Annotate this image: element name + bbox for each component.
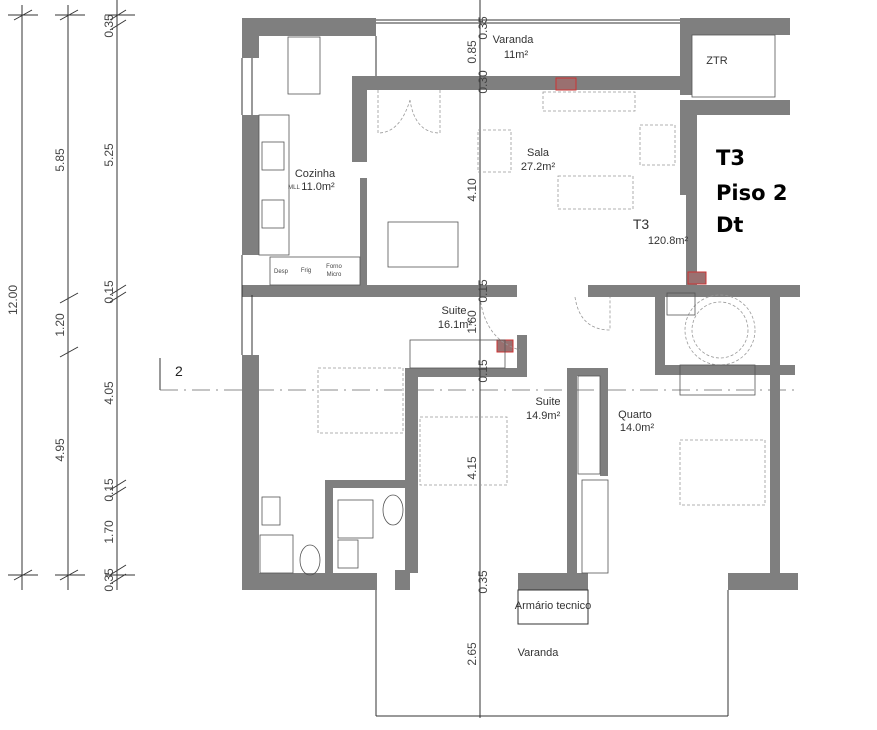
dim-label: 4.05 <box>102 381 116 405</box>
dim-label: 0.15 <box>102 280 116 304</box>
dim-label: 5.25 <box>102 143 116 167</box>
dim-label: 4.95 <box>53 438 67 462</box>
dim-label: 5.85 <box>53 148 67 172</box>
dimension-labels: 12.00 5.85 1.20 4.95 0.35 5.25 0.15 4.05… <box>6 14 116 592</box>
dim-label: 0.35 <box>102 14 116 38</box>
room-area-sala: 27.2m² <box>521 161 556 173</box>
dim-label: 1.60 <box>465 310 479 334</box>
room-area-varanda-top: 11m² <box>504 49 529 61</box>
kitchen-label-forno: Forno <box>326 264 342 270</box>
room-name-cozinha: Cozinha <box>295 168 336 180</box>
room-labels: Varanda 11m² ZTR Cozinha 11.0m² Sala 27.… <box>274 34 728 659</box>
dim-label: 0.35 <box>476 570 490 594</box>
dim-label: 4.15 <box>465 456 479 480</box>
section-label: 2 <box>175 363 183 379</box>
dim-total: 12.00 <box>6 285 20 315</box>
room-area-t3: 120.8m² <box>648 235 689 247</box>
room-area-quarto: 14.0m² <box>620 422 655 434</box>
title-line-1: T3 <box>716 146 745 170</box>
room-name-armario-tecnico: Armário tecnico <box>515 600 591 612</box>
kitchen-label-micro: Micro <box>327 272 342 278</box>
dim-label: 0.15 <box>476 359 490 383</box>
dim-label: 2.65 <box>465 642 479 666</box>
walls <box>242 18 800 590</box>
dim-label: 0.35 <box>476 16 490 40</box>
room-name-suite-1: Suite <box>441 305 466 317</box>
room-name-suite-2: Suite <box>535 396 560 408</box>
room-name-varanda-top: Varanda <box>493 34 535 46</box>
interior-dimensions: 0.35 0.85 0.30 4.10 0.15 1.60 0.15 4.15 … <box>465 16 490 666</box>
kitchen-label-frig: Frig <box>301 268 311 274</box>
dim-label: 1.20 <box>53 313 67 337</box>
dim-label: 0.15 <box>476 279 490 303</box>
kitchen-label-desp: Desp <box>274 269 289 275</box>
kitchen-label-mll: MLL <box>288 185 300 191</box>
dim-label: 0.85 <box>465 40 479 64</box>
room-area-cozinha: 11.0m² <box>301 181 335 193</box>
room-name-t3: T3 <box>633 216 650 232</box>
dim-label: 0.30 <box>476 70 490 94</box>
dimension-lines <box>8 0 135 590</box>
title-line-3: Dt <box>716 213 743 237</box>
dim-label: 0.35 <box>102 568 116 592</box>
dim-label: 4.10 <box>465 178 479 202</box>
unit-title: T3 Piso 2 Dt <box>716 146 787 237</box>
room-name-varanda-bottom: Varanda <box>518 647 560 659</box>
dim-label: 0.15 <box>102 478 116 502</box>
room-name-quarto: Quarto <box>618 409 652 421</box>
room-name-sala: Sala <box>527 147 550 159</box>
dim-label: 1.70 <box>102 520 116 544</box>
title-line-2: Piso 2 <box>716 181 787 205</box>
outlines <box>241 0 776 718</box>
room-area-suite-1: 16.1m² <box>438 319 473 331</box>
room-area-suite-2: 14.9m² <box>526 410 561 422</box>
room-name-ztr: ZTR <box>706 55 727 67</box>
